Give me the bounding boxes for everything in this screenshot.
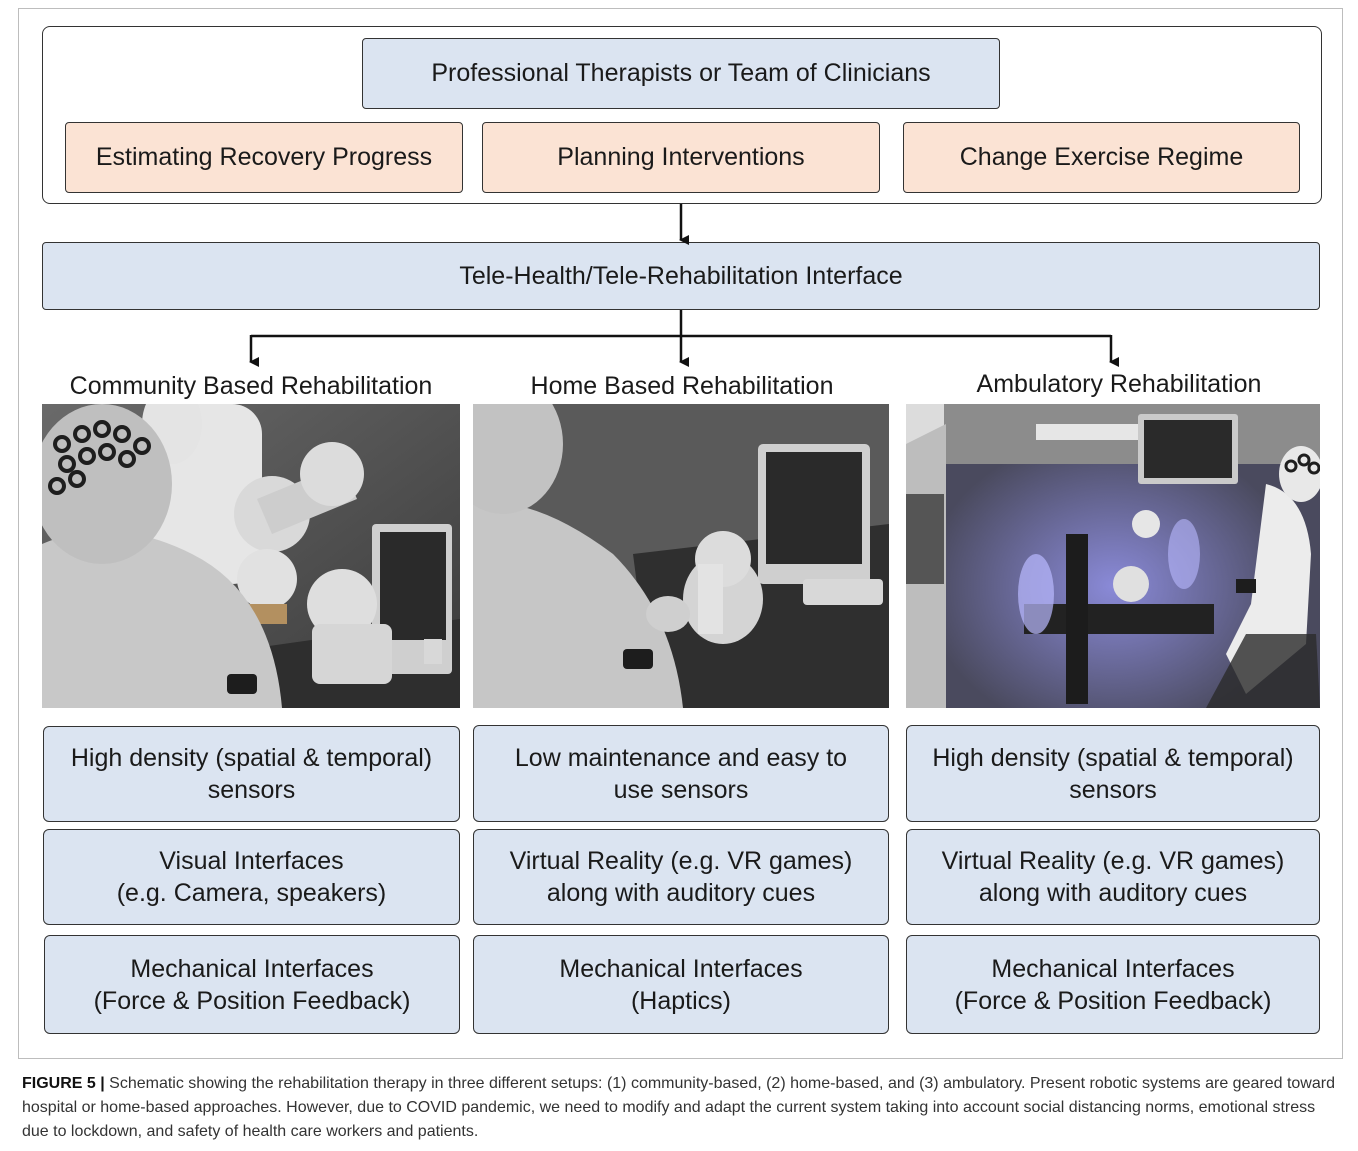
task-planning: Planning Interventions (482, 122, 880, 193)
caption-label: FIGURE 5 | (22, 1075, 105, 1092)
community-feature-sensors: High density (spatial & temporal)sensors (43, 726, 460, 822)
title-ambulatory: Ambulatory Rehabilitation (976, 370, 1262, 398)
task-change: Change Exercise Regime (903, 122, 1300, 193)
home-feature-vr: Virtual Reality (e.g. VR games)along wit… (473, 829, 889, 925)
ambulatory-feature-sensors: High density (spatial & temporal)sensors (906, 725, 1320, 822)
tele-interface-box: Tele-Health/Tele-Rehabilitation Interfac… (42, 242, 1320, 310)
home-rehab-image (473, 404, 889, 708)
home-feature-mechanical: Mechanical Interfaces(Haptics) (473, 935, 889, 1034)
caption-text: Schematic showing the rehabilitation the… (22, 1075, 1335, 1140)
connector-arrows (249, 204, 1119, 367)
ambulatory-feature-vr: Virtual Reality (e.g. VR games)along wit… (906, 829, 1320, 925)
ambulatory-rehab-image (906, 404, 1320, 708)
figure-frame (18, 8, 1343, 1059)
figure-caption: FIGURE 5 | Schematic showing the rehabil… (22, 1072, 1337, 1144)
ambulatory-feature-mechanical: Mechanical Interfaces(Force & Position F… (906, 935, 1320, 1034)
community-feature-mechanical: Mechanical Interfaces(Force & Position F… (44, 935, 460, 1034)
community-feature-visual: Visual Interfaces(e.g. Camera, speakers) (43, 829, 460, 925)
title-community: Community Based Rehabilitation (69, 372, 433, 400)
clinicians-box: Professional Therapists or Team of Clini… (362, 38, 1000, 109)
community-rehab-image (42, 404, 460, 708)
task-estimating: Estimating Recovery Progress (65, 122, 463, 193)
title-home: Home Based Rehabilitation (530, 372, 834, 400)
